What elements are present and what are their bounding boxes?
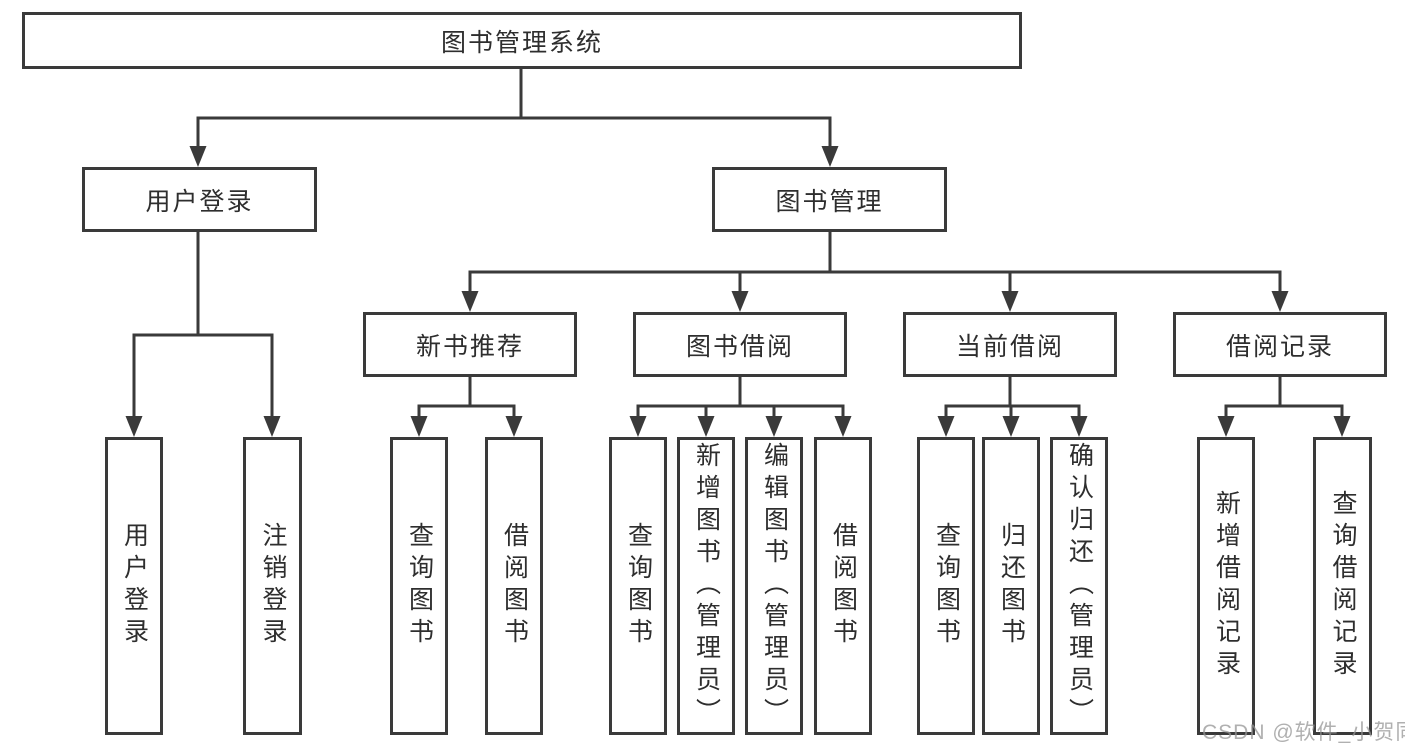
edge-userlogin-split: [132, 333, 274, 420]
leaf-borrow-add-book-admin-label: 新增图书（管理员）: [692, 442, 721, 730]
leaf-borrow-query-book-label: 查询图书: [624, 522, 653, 650]
node-new-book-recommendation-label: 新书推荐: [415, 332, 524, 361]
leaf-recommend-query-book: 查询图书: [390, 437, 448, 735]
node-current-borrow-label: 当前借阅: [955, 332, 1064, 361]
leaf-user-login: 用户登录: [105, 437, 163, 735]
leaf-borrow-add-book-admin: 新增图书（管理员）: [677, 437, 735, 735]
edge-recommend-split: [417, 404, 516, 420]
edge-records-split: [1224, 404, 1344, 420]
node-root-label: 图书管理系统: [440, 28, 603, 57]
leaf-logout: 注销登录: [243, 437, 302, 735]
node-user-login-label: 用户登录: [145, 187, 254, 216]
leaf-recommend-borrow-book: 借阅图书: [485, 437, 543, 735]
node-book-borrow-label: 图书借阅: [685, 332, 794, 361]
leaf-user-login-label: 用户登录: [120, 522, 149, 650]
watermark: CSDN @软件_小贺同学: [1202, 721, 1405, 744]
leaf-recommend-borrow-book-label: 借阅图书: [500, 522, 529, 650]
node-book-management: 图书管理: [712, 167, 947, 232]
leaf-current-query-book-label: 查询图书: [932, 522, 961, 650]
node-book-management-label: 图书管理: [775, 187, 884, 216]
leaf-recommend-query-book-label: 查询图书: [405, 522, 434, 650]
leaf-borrow-borrow-book-label: 借阅图书: [829, 522, 858, 650]
leaf-current-query-book: 查询图书: [917, 437, 975, 735]
edge-bookmgmt-split: [468, 270, 1282, 295]
node-current-borrow: 当前借阅: [903, 312, 1117, 377]
leaf-current-return-book: 归还图书: [982, 437, 1040, 735]
leaf-borrow-edit-book-admin: 编辑图书（管理员）: [745, 437, 803, 735]
leaf-borrow-edit-book-admin-label: 编辑图书（管理员）: [760, 442, 789, 730]
node-borrow-records-label: 借阅记录: [1225, 332, 1334, 361]
edge-borrow-split: [636, 404, 845, 420]
leaf-logout-label: 注销登录: [259, 522, 287, 650]
leaf-current-confirm-return-admin-label: 确认归还（管理员）: [1065, 442, 1094, 730]
node-book-borrow: 图书借阅: [633, 312, 847, 377]
leaf-current-return-book-label: 归还图书: [997, 522, 1026, 650]
leaf-records-add-record: 新增借阅记录: [1197, 437, 1255, 735]
node-new-book-recommendation: 新书推荐: [363, 312, 577, 377]
leaf-records-query-record: 查询借阅记录: [1313, 437, 1372, 735]
node-borrow-records: 借阅记录: [1173, 312, 1387, 377]
leaf-current-confirm-return-admin: 确认归还（管理员）: [1050, 437, 1108, 735]
leaf-records-query-record-label: 查询借阅记录: [1329, 490, 1357, 682]
leaf-borrow-query-book: 查询图书: [609, 437, 667, 735]
arrowheads: [125, 146, 1351, 437]
edge-root-split: [196, 116, 832, 150]
leaf-borrow-borrow-book: 借阅图书: [814, 437, 872, 735]
leaf-records-add-record-label: 新增借阅记录: [1212, 490, 1241, 682]
node-root: 图书管理系统: [22, 12, 1022, 69]
node-user-login: 用户登录: [82, 167, 317, 232]
